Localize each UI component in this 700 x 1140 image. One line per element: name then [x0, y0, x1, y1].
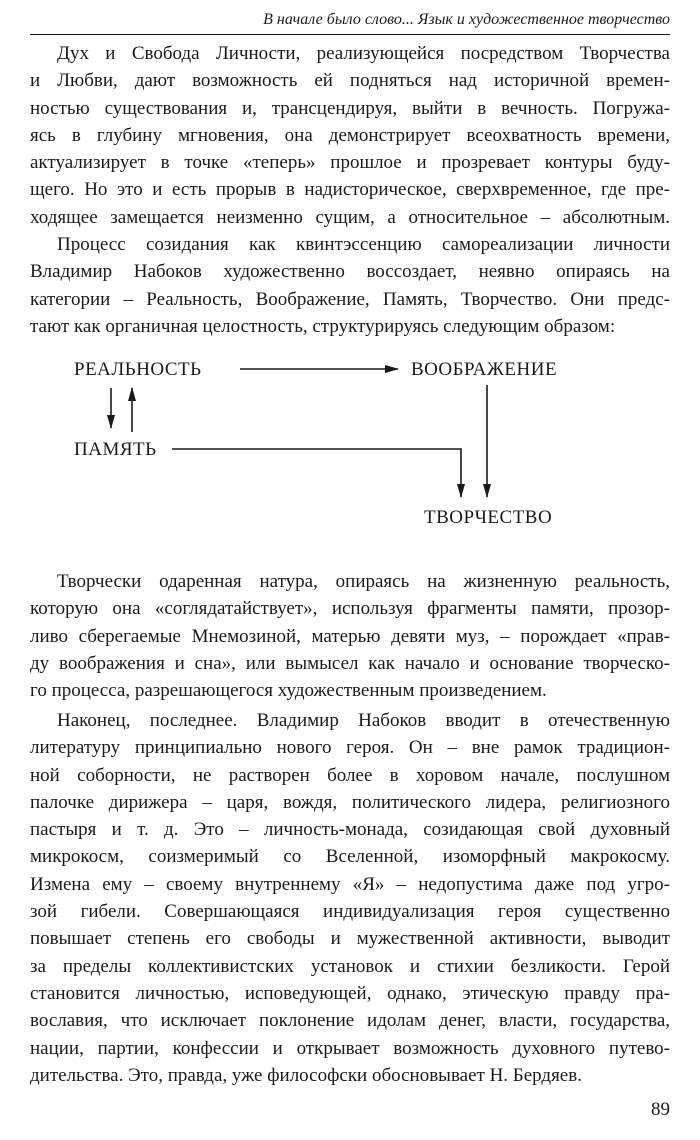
text-line: актуализирует в точке «теперь» прошлое и… [30, 152, 670, 174]
text-line: Владимир Набоков художественно воссоздае… [30, 261, 670, 283]
page-number: 89 [651, 1099, 670, 1120]
text-line: ходящее замещается неизменно сущим, а от… [30, 206, 670, 228]
text-line: микрокосм, соизмеримый со Вселенной, изо… [30, 846, 670, 868]
diagram-arrows [107, 365, 491, 498]
text-line: Наконец, последнее. Владимир Набоков вво… [57, 710, 670, 731]
text-line: вославия, что исключает поклонение идола… [30, 1010, 670, 1032]
text-line: тают как органичная целостность, структу… [30, 315, 616, 337]
categories-diagram: РЕАЛЬНОСТЬ ВООБРАЖЕНИЕ ПАМЯТЬ ТВОРЧЕСТВО [0, 340, 700, 540]
text-line: за пределы коллективистских установок и … [30, 955, 670, 977]
paragraph-4: Наконец, последнее. Владимир Набоков вво… [30, 707, 670, 1089]
text-line: палочке дирижера – царя, вождя, политиче… [30, 791, 670, 813]
node-creativity: ТВОРЧЕСТВО [424, 507, 553, 528]
text-line: становится личностью, исповедующей, одна… [30, 982, 670, 1004]
paragraph-3: Творчески одаренная натура, опираясь на … [30, 568, 670, 704]
text-line: зой гибели. Совершающаяся индивидуализац… [30, 901, 670, 923]
text-line: ясь в глубину мгновения, она демонстриру… [30, 124, 670, 146]
text-line: повышает степень его свободы и мужествен… [30, 928, 670, 950]
paragraph-1: Дух и Свобода Личности, реализующейся по… [30, 40, 670, 231]
text-line: го процесса, разрешающегося художественн… [30, 680, 547, 702]
text-line: категории – Реальность, Воображение, Пам… [30, 288, 670, 310]
node-memory: ПАМЯТЬ [74, 439, 157, 460]
text-line: Процесс созидания как квинтэссенцию само… [57, 234, 670, 255]
text-line: литературу принципиально нового героя. О… [30, 737, 670, 759]
text-line: ливо сберегаемые Мнемозиной, матерью дев… [30, 625, 670, 647]
node-reality: РЕАЛЬНОСТЬ [74, 359, 202, 380]
text-line: дительства. Это, правда, уже философски … [30, 1064, 582, 1086]
node-imagination: ВООБРАЖЕНИЕ [411, 359, 558, 380]
paragraph-2: Процесс созидания как квинтэссенцию само… [30, 231, 670, 340]
text-line: Дух и Свобода Личности, реализующейся по… [57, 43, 670, 64]
text-line: которую она «соглядатайствует», использу… [30, 598, 670, 620]
header-rule [30, 34, 670, 35]
text-line: пастыря и т. д. Это – личность-монада, с… [30, 819, 670, 841]
arrow-memory-to-creativity [172, 448, 465, 498]
text-line: ду воображения и сна», или вымысел как н… [30, 652, 670, 674]
text-line: Измена ему – своему внутреннему «Я» – не… [30, 873, 670, 895]
text-line: ной соборности, не растворен более в хор… [30, 764, 670, 786]
running-title: В начале было слово... Язык и художестве… [263, 11, 670, 28]
text-line: щего. Но это и есть прорыв в надисториче… [30, 179, 670, 201]
text-line: ностью существования и, трансцендируя, в… [30, 97, 670, 119]
text-line: нации, партии, конфессии и открывает воз… [30, 1037, 670, 1059]
text-line: Творчески одаренная натура, опираясь на … [57, 571, 670, 592]
text-line: и Любви, дают возможность ей подняться н… [30, 70, 670, 92]
